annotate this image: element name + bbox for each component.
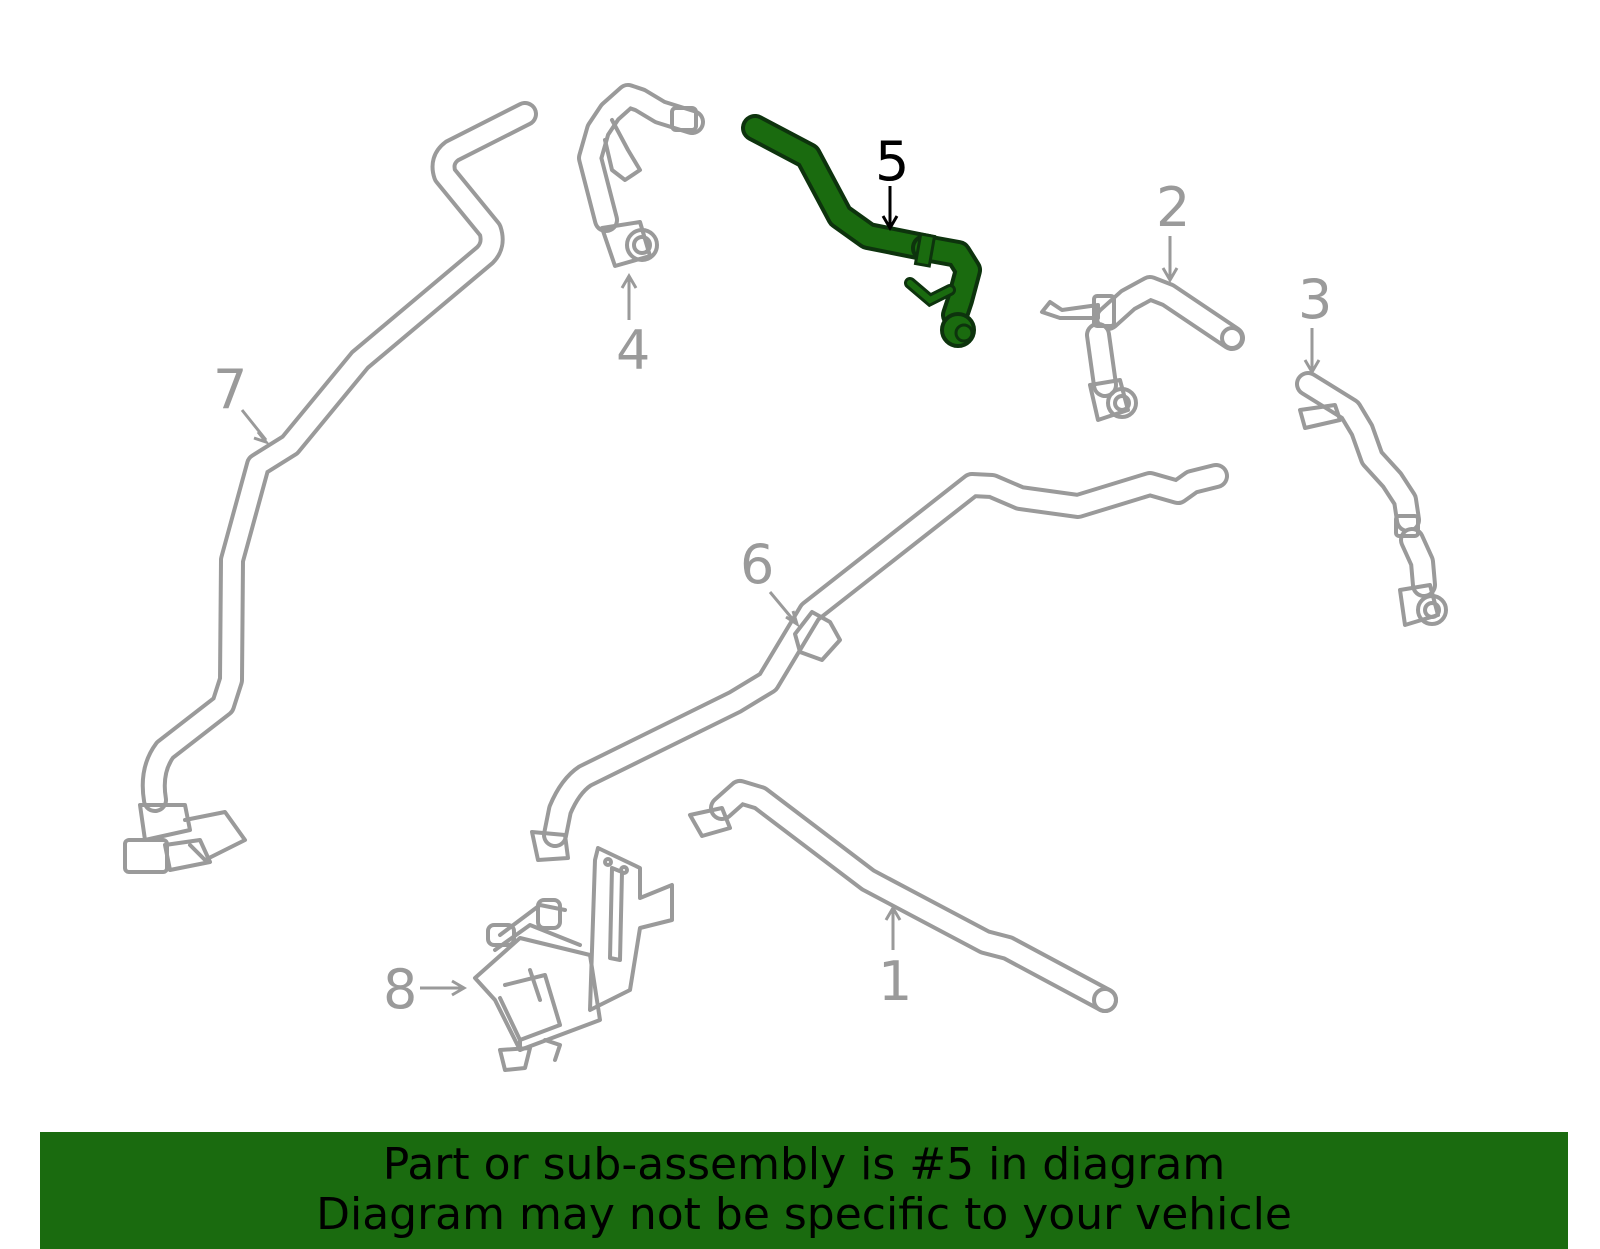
part-5-hose-selected[interactable] (741, 114, 982, 348)
callout-3: 3 (1298, 268, 1332, 375)
callout-6-label: 6 (740, 533, 774, 596)
callout-4: 4 (616, 273, 650, 382)
callout-5: 5 (875, 130, 909, 231)
callout-4-label: 4 (616, 319, 650, 382)
part-6-hose[interactable] (530, 463, 1229, 862)
callout-7: 7 (213, 358, 271, 446)
banner-line-2: Diagram may not be specific to your vehi… (316, 1189, 1292, 1240)
callout-5-label: 5 (875, 130, 909, 193)
part-7-hose[interactable] (123, 101, 538, 874)
callout-3-label: 3 (1298, 268, 1332, 331)
callout-1-label: 1 (878, 950, 912, 1013)
callout-2-label: 2 (1156, 176, 1190, 239)
callout-2: 2 (1156, 176, 1190, 283)
callout-6: 6 (740, 533, 800, 628)
banner-line-1: Part or sub-assembly is #5 in diagram (382, 1139, 1226, 1190)
callout-8-label: 8 (383, 958, 417, 1021)
part-8-pump[interactable] (473, 846, 674, 1072)
part-2-hose[interactable] (1040, 275, 1245, 422)
callout-8: 8 (383, 958, 467, 1021)
part-4-hose[interactable] (577, 83, 705, 268)
info-banner: Part or sub-assembly is #5 in diagram Di… (40, 1132, 1568, 1249)
part-1-hose[interactable] (688, 779, 1118, 1013)
part-3-hose[interactable] (1295, 371, 1448, 627)
callout-1: 1 (878, 905, 912, 1013)
